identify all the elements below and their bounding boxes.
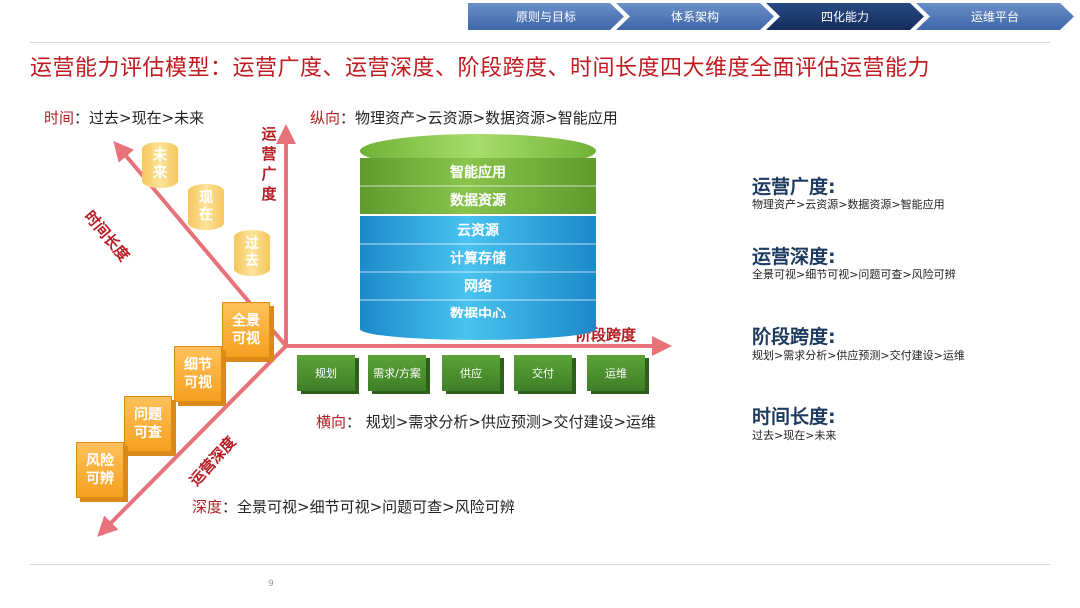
cylinder-past: 过去 [234,230,270,276]
layer-data-resources: 数据资源 [360,186,596,214]
stage-text: 规划>需求分析>供应预测>交付建设>运维 [752,349,965,362]
nav-tab-label: 原则与目标 [515,10,576,24]
nav-tab-label: 体系架构 [670,10,719,24]
page-title: 运营能力评估模型：运营广度、运营深度、阶段跨度、时间长度四大维度全面评估运营能力 [30,56,931,81]
breadth-axis-label: 运营广度 [261,125,277,203]
database-bottom [360,318,596,340]
breadth-title: 运营广度: [752,176,836,198]
footer-divider [30,564,1050,565]
time-text: 过去>现在>未来 [752,429,837,442]
layer-divider [360,243,596,245]
layer-cloud-resources: 云资源 [360,216,596,244]
layer-intelligent-apps: 智能应用 [360,158,596,186]
depth-axis [97,344,288,537]
depth-title: 运营深度: [752,246,836,268]
nav-tab-platform[interactable]: 运维平台 [916,3,1074,30]
header-divider [30,42,1050,43]
page-number: 9 [268,579,274,589]
nav-tab-principles[interactable]: 原则与目标 [468,3,624,30]
stage-planning: 规划 [297,355,355,391]
depth-box-panorama: 全景可视 [222,302,270,358]
stage-requirements: 需求/方案 [368,355,426,391]
depth-box-risk: 风险可辨 [76,442,124,498]
nav-tab-architecture[interactable]: 体系架构 [616,3,774,30]
stage-title: 阶段跨度: [752,326,836,348]
layer-compute-storage: 计算存储 [360,244,596,272]
layer-divider [360,271,596,273]
breadth-text: 物理资产>云资源>数据资源>智能应用 [752,198,945,211]
cylinder-future: 未来 [142,142,178,188]
vertical-description: 纵向：物理资产>云资源>数据资源>智能应用 [310,109,618,127]
layer-divider [360,299,596,301]
depth-box-detail: 细节可视 [174,346,222,402]
layer-divider [360,214,596,216]
depth-text: 全景可视>细节可视>问题可查>风险可辨 [752,268,956,281]
nav-tab-label: 运维平台 [970,10,1019,24]
nav-tab-capabilities[interactable]: 四化能力 [766,3,924,30]
layer-divider [360,185,596,187]
depth-box-traceable: 问题可查 [124,396,172,452]
top-nav: 原则与目标 体系架构 四化能力 运维平台 [468,3,1074,30]
cylinder-present: 现在 [188,184,224,230]
horizontal-description: 横向： 规划>需求分析>供应预测>交付建设>运维 [316,413,657,431]
time-description: 时间：过去>现在>未来 [44,109,205,127]
nav-tab-label: 四化能力 [820,10,869,24]
stage-supply: 供应 [442,355,500,391]
stage-delivery: 交付 [514,355,572,391]
stage-operations: 运维 [587,355,645,391]
layer-network: 网络 [360,272,596,300]
depth-description: 深度：全景可视>细节可视>问题可查>风险可辨 [192,498,515,516]
time-title: 时间长度: [752,406,836,428]
